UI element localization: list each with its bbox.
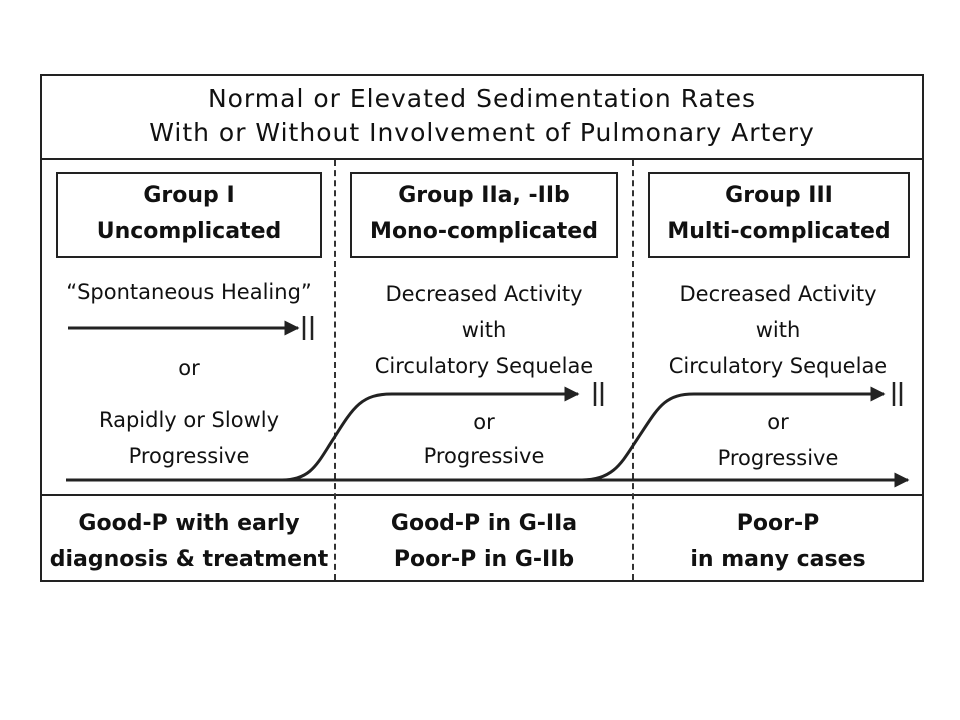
group-3-sequelae-curve bbox=[581, 386, 886, 482]
group-2-box: Group IIa, -IIb Mono-complicated bbox=[350, 172, 618, 258]
group-3-progressive-text: Progressive bbox=[717, 446, 839, 470]
group-3-prognosis-line-1: Poor-P bbox=[736, 511, 820, 536]
group-2-text-line-3: Circulatory Sequelae bbox=[374, 354, 594, 378]
header-divider bbox=[42, 158, 922, 160]
group-1-prognosis-line-2: diagnosis & treatment bbox=[49, 547, 329, 572]
group-3-text-line-3: Circulatory Sequelae bbox=[668, 354, 888, 378]
group-1-progressive-line-1: Rapidly or Slowly bbox=[98, 408, 280, 432]
group-2-title: Group IIa, -IIb bbox=[398, 183, 570, 208]
group-3-text-line-2: with bbox=[755, 318, 801, 342]
column-divider-1 bbox=[334, 160, 336, 580]
group-2-sequelae-curve bbox=[281, 386, 580, 482]
group-2-prognosis-line-1: Good-P in G-IIa bbox=[390, 511, 578, 536]
group-3-subtitle: Multi-complicated bbox=[667, 219, 891, 244]
column-divider-2 bbox=[632, 160, 634, 580]
group-2-progressive-text: Progressive bbox=[423, 444, 545, 468]
group-1-title: Group I bbox=[143, 183, 235, 208]
group-3-text-line-1: Decreased Activity bbox=[679, 282, 877, 306]
header-line-1: Normal or Elevated Sedimentation Rates bbox=[207, 84, 757, 113]
group-1-progressive-line-2: Progressive bbox=[128, 444, 250, 468]
group-3-or-text: or bbox=[767, 410, 789, 434]
group-3-title: Group III bbox=[725, 183, 833, 208]
diagram-frame: Normal or Elevated Sedimentation Rates W… bbox=[40, 74, 924, 582]
group-2-text-line-2: with bbox=[461, 318, 507, 342]
group-3-box: Group III Multi-complicated bbox=[648, 172, 910, 258]
prognosis-divider bbox=[42, 494, 922, 496]
group-2-or-text: or bbox=[473, 410, 495, 434]
group-1-subtitle: Uncomplicated bbox=[96, 219, 282, 244]
group-3-prognosis-line-2: in many cases bbox=[690, 547, 866, 572]
header-line-2: With or Without Involvement of Pulmonary… bbox=[149, 118, 815, 147]
group-1-prognosis-line-1: Good-P with early bbox=[78, 511, 300, 536]
group-2-text-line-1: Decreased Activity bbox=[385, 282, 583, 306]
group-1-healing-text: “Spontaneous Healing” bbox=[66, 280, 312, 304]
course-arrows bbox=[66, 316, 910, 488]
group-1-box: Group I Uncomplicated bbox=[56, 172, 322, 258]
group-1-or-text: or bbox=[178, 356, 200, 380]
group-2-prognosis-line-2: Poor-P in G-IIb bbox=[393, 547, 575, 572]
group-2-subtitle: Mono-complicated bbox=[370, 219, 598, 244]
